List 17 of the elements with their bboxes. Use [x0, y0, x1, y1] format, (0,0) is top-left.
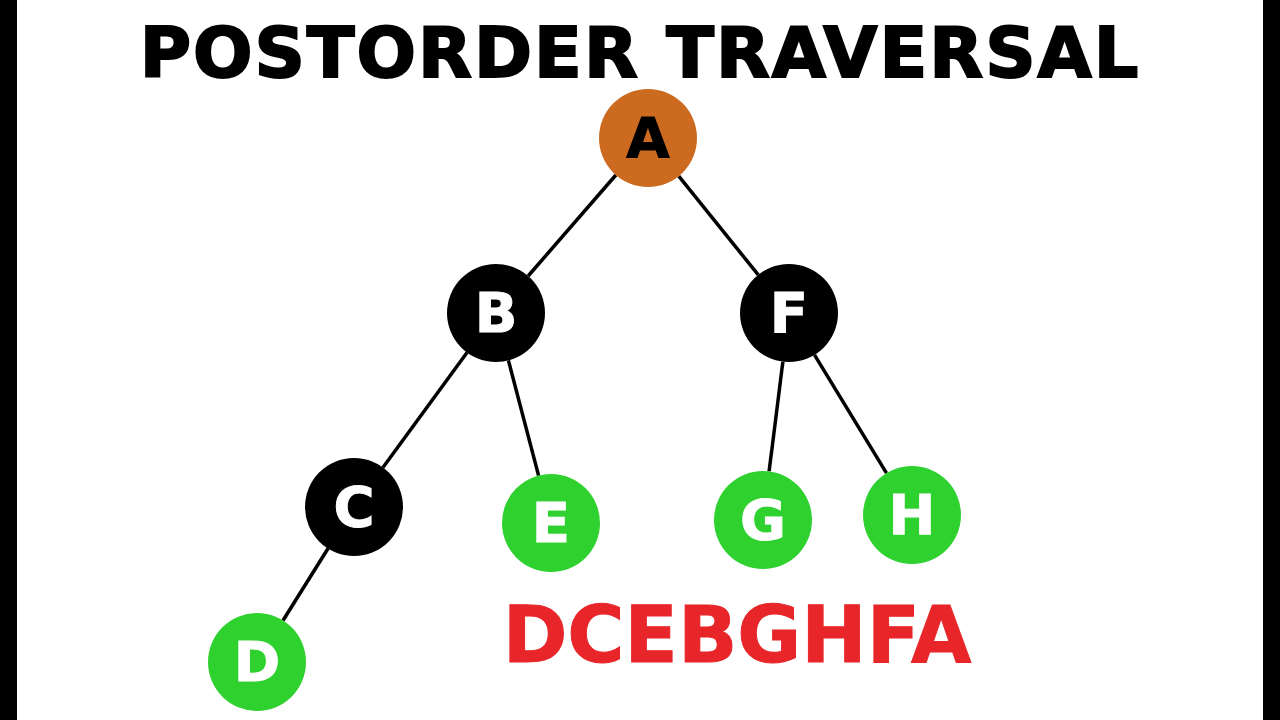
- tree-edge: [506, 359, 541, 477]
- tree-edge: [813, 353, 888, 475]
- node-letter: A: [626, 110, 670, 166]
- node-letter: H: [888, 487, 936, 543]
- node-letter: C: [333, 479, 375, 535]
- tree-edge: [281, 547, 330, 622]
- title: POSTORDER TRAVERSAL: [139, 12, 1141, 94]
- traversal-result: DCEBGHFA: [502, 596, 972, 674]
- tree-edge: [381, 351, 469, 469]
- node-letter: B: [474, 285, 518, 341]
- node-letter: F: [769, 285, 809, 341]
- node-letter: G: [740, 492, 786, 548]
- tree-edge: [526, 173, 618, 278]
- node-letter: E: [531, 495, 571, 551]
- tree-edge: [767, 361, 785, 472]
- node-letter: D: [233, 634, 281, 690]
- tree-edge: [677, 175, 760, 276]
